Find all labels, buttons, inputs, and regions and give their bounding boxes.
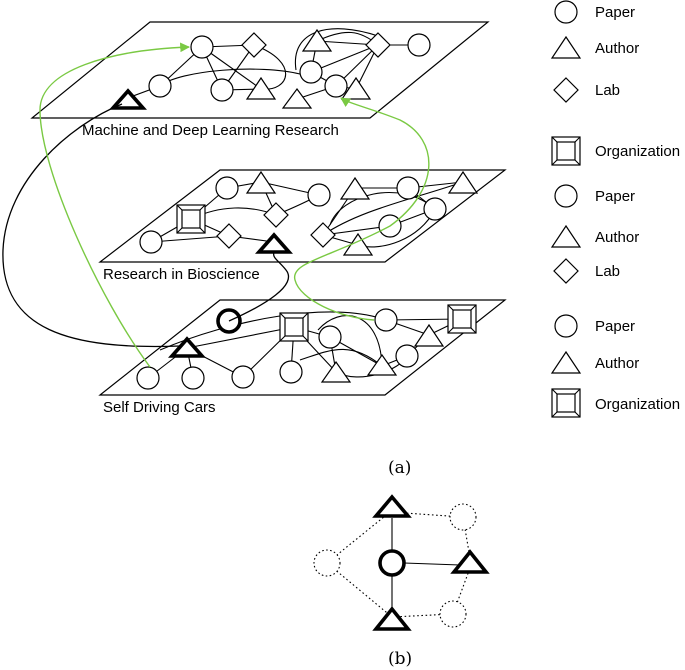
author-node	[245, 170, 277, 194]
layer-middle-label: Research in Bioscience	[103, 266, 260, 283]
author-node	[301, 28, 333, 52]
faded-node	[439, 600, 467, 628]
lab-node	[365, 32, 391, 58]
legend-label: Paper	[595, 4, 635, 21]
legend-label: Author	[595, 40, 639, 57]
paper-node	[396, 176, 420, 200]
link-paper-to-author-middle	[228, 251, 289, 322]
layer-bottom-nodes	[136, 304, 477, 390]
subfigure-b	[313, 494, 490, 631]
legend: Paper Author Lab Organization Paper Auth…	[550, 0, 680, 418]
layer-bottom-label: Self Driving Cars	[103, 399, 216, 416]
author-node	[366, 353, 398, 376]
paper-node	[423, 197, 447, 221]
paper-node	[318, 325, 342, 349]
legend-label: Author	[595, 229, 639, 246]
paper-node	[139, 230, 163, 254]
legend-author-icon	[550, 224, 582, 248]
paper-node	[181, 366, 205, 390]
organization-node	[447, 304, 477, 334]
legend-label: Author	[595, 355, 639, 372]
layer-bottom: Self Driving Cars	[98, 299, 507, 416]
legend-paper-icon	[554, 184, 578, 208]
paper-node	[210, 78, 234, 102]
legend-paper-icon	[554, 314, 578, 338]
paper-node	[215, 176, 239, 200]
author-node	[281, 87, 313, 109]
author-node	[413, 323, 445, 347]
paper-node	[307, 183, 331, 207]
paper-node	[395, 344, 419, 368]
paper-node	[136, 366, 160, 390]
legend-label: Organization	[595, 143, 680, 160]
lab-node	[263, 202, 289, 228]
paper-node	[231, 365, 255, 389]
legend-lab-icon	[553, 258, 579, 284]
legend-organization-icon	[551, 388, 581, 418]
author-node-highlighted	[372, 494, 412, 518]
author-node	[340, 76, 372, 100]
legend-paper-icon	[554, 0, 578, 24]
author-node-highlighted	[372, 606, 412, 631]
paper-node	[190, 35, 214, 59]
link-green-left	[39, 42, 190, 368]
paper-node	[374, 308, 398, 332]
caption-a: (a)	[388, 458, 411, 478]
caption-b: (b)	[388, 649, 412, 669]
organization-node	[279, 312, 309, 342]
lab-node	[241, 32, 267, 58]
author-node	[245, 76, 277, 100]
legend-label: Lab	[595, 82, 620, 99]
legend-label: Paper	[595, 318, 635, 335]
paper-node	[407, 33, 431, 57]
paper-node	[148, 74, 172, 98]
author-node-highlighted	[450, 549, 490, 574]
paper-node	[279, 360, 303, 384]
link-author-bottom-to-top	[2, 103, 181, 348]
layer-top: Machine and Deep Learning Research	[30, 21, 490, 139]
cross-layer-links	[2, 42, 430, 368]
lab-node	[216, 223, 242, 249]
paper-node-highlighted	[378, 549, 406, 577]
layer-middle: Research in Bioscience	[98, 169, 507, 283]
paper-node	[299, 60, 323, 84]
layer-top-label: Machine and Deep Learning Research	[82, 122, 339, 139]
author-node	[447, 170, 479, 194]
legend-label: Lab	[595, 263, 620, 280]
legend-lab-icon	[553, 77, 579, 103]
link-green-right	[293, 97, 430, 321]
author-node	[339, 176, 371, 200]
author-node-highlighted	[168, 336, 206, 358]
faded-node	[449, 503, 477, 531]
legend-author-icon	[550, 35, 582, 59]
lab-node	[310, 222, 336, 248]
author-node-highlighted	[109, 88, 147, 110]
legend-organization-icon	[551, 136, 581, 166]
organization-node	[176, 204, 206, 234]
legend-label: Organization	[595, 396, 680, 413]
layer-middle-nodes	[139, 170, 479, 256]
paper-node	[324, 74, 348, 98]
legend-label: Paper	[595, 188, 635, 205]
faded-node	[313, 549, 341, 577]
legend-author-icon	[550, 350, 582, 374]
layer-top-nodes	[109, 28, 431, 110]
author-node	[320, 360, 352, 383]
